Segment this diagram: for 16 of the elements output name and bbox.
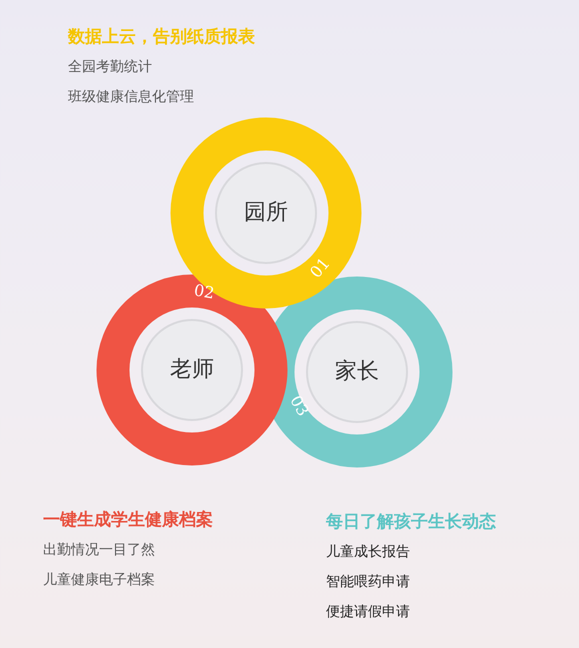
ring-number: 02 <box>192 280 216 304</box>
feature-text: 智能喂药申请 <box>326 573 411 592</box>
feature-text: 全园考勤统计 <box>68 58 153 77</box>
feature-text: 便捷请假申请 <box>326 603 411 622</box>
section-heading: 每日了解孩子生长动态 <box>326 511 496 534</box>
ring-number: 01 <box>306 254 334 282</box>
ring-number: 03 <box>285 392 313 420</box>
feature-text: 出勤情况一目了然 <box>43 541 156 560</box>
section-heading: 一键生成学生健康档案 <box>43 509 213 532</box>
feature-text: 班级健康信息化管理 <box>68 88 195 107</box>
feature-text: 儿童成长报告 <box>326 543 411 562</box>
feature-text: 儿童健康电子档案 <box>43 571 156 590</box>
node-label: 家长 <box>334 358 380 386</box>
node-label: 老师 <box>169 356 215 384</box>
section-heading: 数据上云，告别纸质报表 <box>68 26 255 49</box>
node-label: 园所 <box>243 199 289 227</box>
